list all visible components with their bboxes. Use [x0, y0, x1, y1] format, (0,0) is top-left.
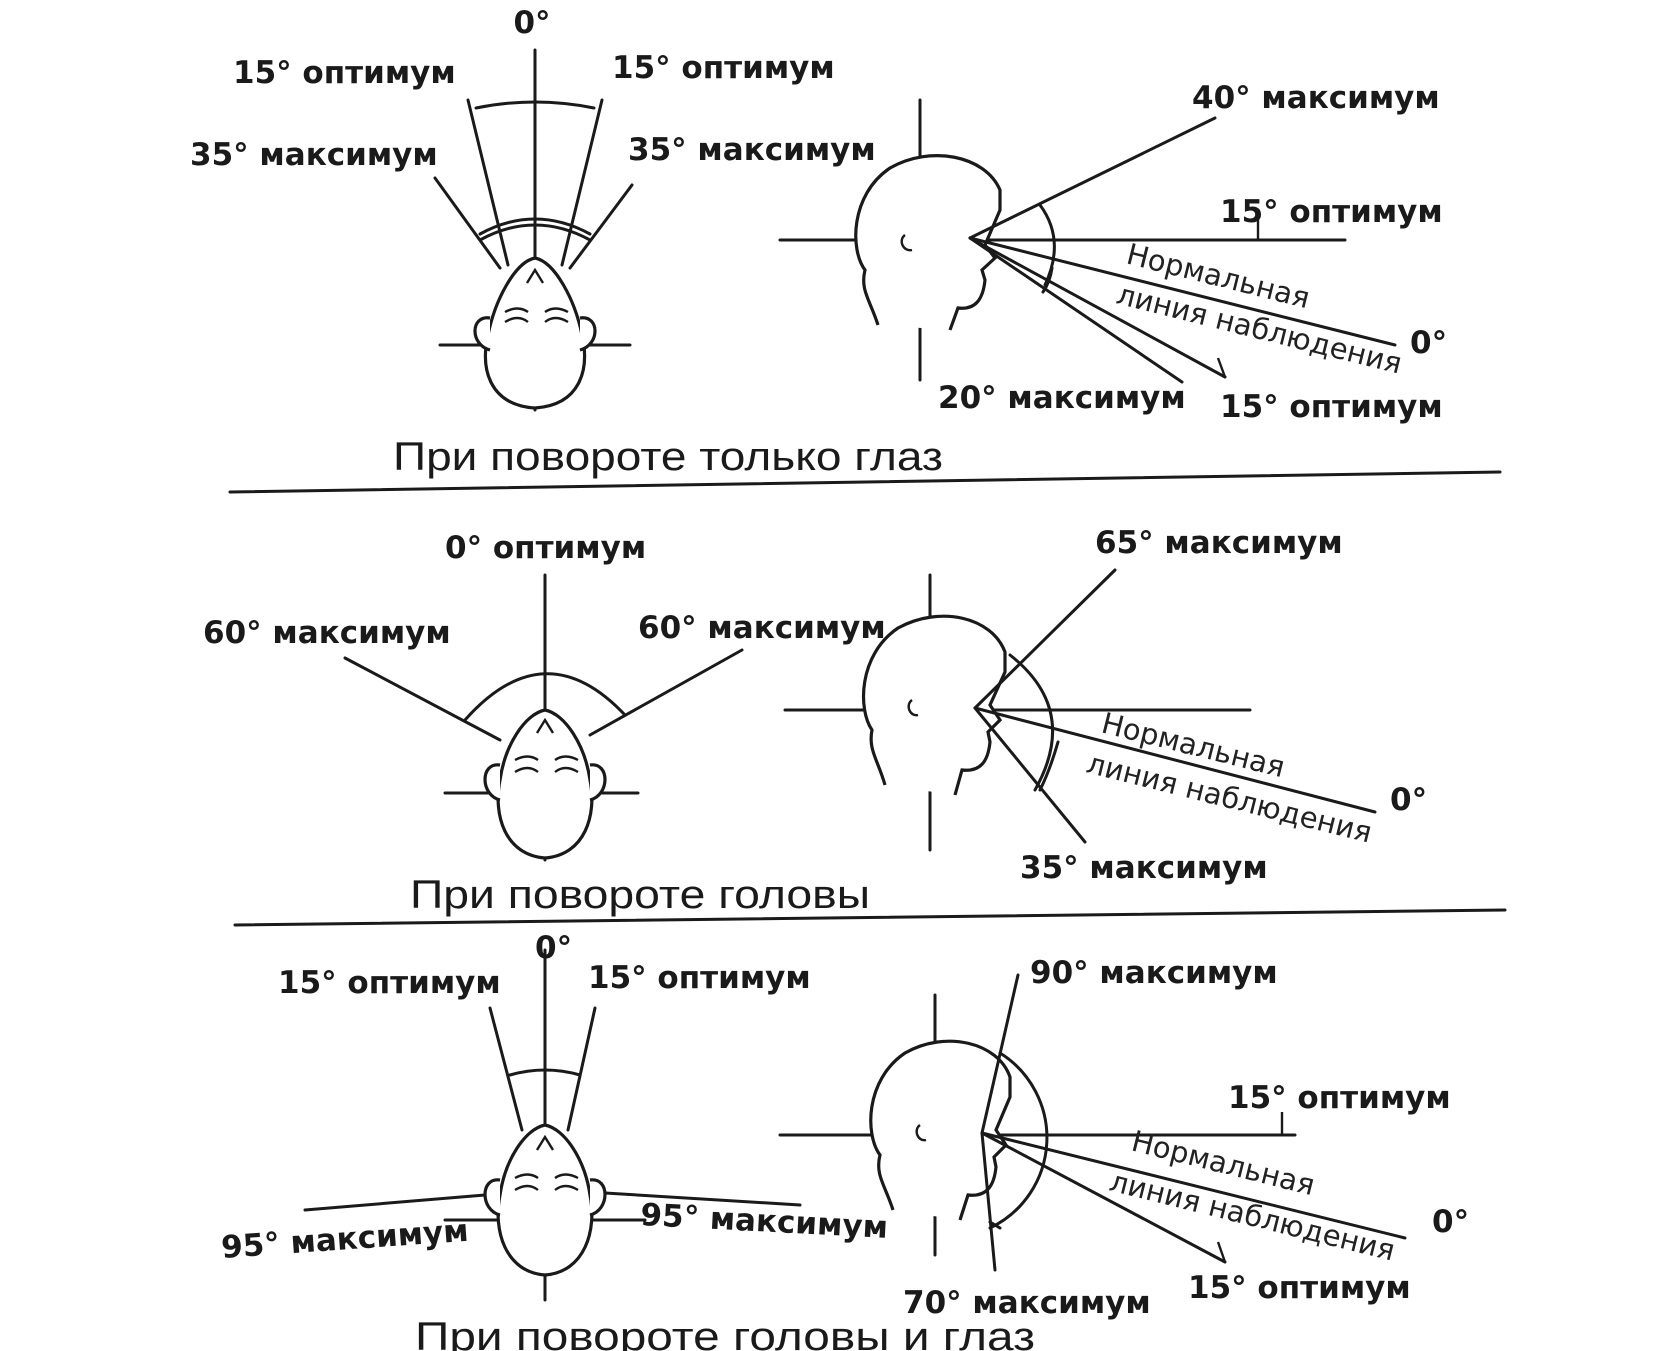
label-up-optimum: 15° оптимум: [1228, 1080, 1451, 1116]
label-right-max: 35° максимум: [628, 132, 876, 168]
right-ear: [589, 763, 607, 802]
caption-head-and-eyes: При повороте головы и глаз: [415, 1315, 1035, 1351]
max-line-left: [343, 656, 502, 742]
left-ear: [483, 763, 501, 802]
max-arc: [463, 672, 627, 722]
front-view-1: 0° 15° оптимум 15° оптимум 35° максимум …: [190, 5, 876, 412]
label-zero: 0°: [1390, 782, 1427, 818]
label-top: 0°: [535, 930, 572, 966]
range-arc-inner: [1041, 266, 1054, 294]
normal-line: [980, 1131, 1407, 1240]
front-view-3: 0° 15° оптимум 15° оптимум 95° максимум …: [220, 930, 889, 1302]
max-down-line: [973, 706, 1087, 844]
optimum-down-line: [980, 1131, 1227, 1264]
label-up-max: 90° максимум: [1030, 955, 1278, 991]
label-left-max: 60° максимум: [203, 615, 451, 651]
left-ear: [483, 1178, 501, 1217]
brow-marks: [504, 307, 569, 324]
label-up-max: 65° максимум: [1095, 525, 1343, 561]
label-zero: 0°: [1432, 1204, 1469, 1240]
side-view-2: 65° максимум Нормальная линия наблюдения…: [783, 525, 1427, 886]
range-arc-inner: [988, 1220, 1002, 1230]
optimum-down-tick: [1216, 357, 1227, 378]
left-ear: [473, 316, 491, 352]
label-right-optimum: 15° оптимум: [588, 960, 811, 996]
max-line-right: [603, 1191, 802, 1207]
label-down-max: 35° максимум: [1020, 850, 1268, 886]
max-line-left: [303, 1193, 487, 1212]
label-right-max: 60° максимум: [638, 610, 886, 646]
max-line-right: [588, 648, 744, 737]
max-up-line: [973, 568, 1117, 710]
head-profile-outline: [854, 154, 1002, 331]
side-view-3: 90° максимум 15° оптимум Нормальная лини…: [778, 955, 1469, 1321]
nose-mark: [525, 267, 545, 284]
section-head-and-eyes: 0° 15° оптимум 15° оптимум 95° максимум …: [220, 930, 1469, 1351]
optimum-line-right: [560, 98, 604, 267]
optimum-line-left: [466, 98, 510, 267]
label-zero: 0°: [1410, 325, 1447, 361]
label-top: 0°: [513, 5, 550, 41]
right-ear: [579, 316, 597, 352]
max-down-line: [980, 1131, 997, 1272]
head-profile-outline: [869, 1039, 1012, 1221]
head-top-outline: [496, 708, 594, 860]
section-head-turn: 0° оптимум 60° максимум 60° максимум 65°…: [203, 525, 1427, 917]
ear-mark: [915, 1124, 927, 1142]
label-right-optimum: 15° оптимум: [612, 50, 835, 86]
label-left-optimum: 15° оптимум: [233, 55, 456, 91]
max-arc: [478, 223, 592, 242]
label-left-optimum: 15° оптимум: [278, 965, 501, 1001]
optimum-arc: [508, 1068, 582, 1077]
label-up-optimum: 15° оптимум: [1220, 194, 1443, 230]
optimum-line-right: [566, 1006, 597, 1132]
section-eyes-only: 0° 15° оптимум 15° оптимум 35° максимум …: [190, 5, 1447, 479]
range-arc: [1038, 203, 1056, 287]
range-arc-inner: [1038, 740, 1060, 792]
side-view-1: 40° максимум 15° оптимум Нормальная лини…: [778, 80, 1447, 425]
range-arc: [988, 1051, 1049, 1230]
divider-2: [233, 908, 1507, 927]
optimum-arc: [474, 100, 596, 110]
caption-eyes-only: При повороте только глаз: [393, 435, 943, 479]
normal-line: [968, 236, 1397, 347]
ear-mark: [907, 699, 919, 717]
max-line-right: [568, 183, 634, 270]
label-right-max: 95° максимум: [640, 1197, 889, 1246]
optimum-down-tick: [1216, 1241, 1227, 1263]
caption-head-turn: При повороте головы: [410, 873, 870, 917]
max-arc-inner: [478, 217, 592, 236]
optimum-down-line: [968, 236, 1227, 379]
label-up-max: 40° максимум: [1192, 80, 1440, 116]
divider-1: [228, 470, 1502, 494]
label-down-optimum: 15° оптимум: [1220, 389, 1443, 425]
label-down-optimum: 15° оптимум: [1188, 1270, 1411, 1306]
normal-line: [973, 706, 1377, 814]
brow-marks: [514, 755, 579, 774]
ear-mark: [900, 234, 913, 252]
nose-mark: [535, 717, 555, 734]
head-profile-outline: [862, 614, 1007, 796]
range-arc: [1008, 653, 1055, 792]
optimum-line-left: [488, 1006, 524, 1132]
label-left-max: 35° максимум: [190, 137, 438, 173]
nose-mark: [535, 1134, 555, 1151]
label-down-max: 70° максимум: [903, 1285, 1151, 1321]
label-top: 0° оптимум: [445, 530, 646, 566]
front-view-2: 0° оптимум 60° максимум 60° максимум: [203, 530, 886, 862]
label-left-max: 95° максимум: [220, 1213, 470, 1266]
brow-marks: [514, 1173, 579, 1192]
head-top-outline: [496, 1123, 594, 1277]
head-top-outline: [483, 256, 587, 410]
max-line-left: [433, 176, 502, 270]
max-up-line: [968, 116, 1217, 240]
label-down-max: 20° максимум: [938, 380, 1186, 416]
right-ear: [589, 1178, 607, 1217]
max-down-line: [968, 236, 1184, 384]
